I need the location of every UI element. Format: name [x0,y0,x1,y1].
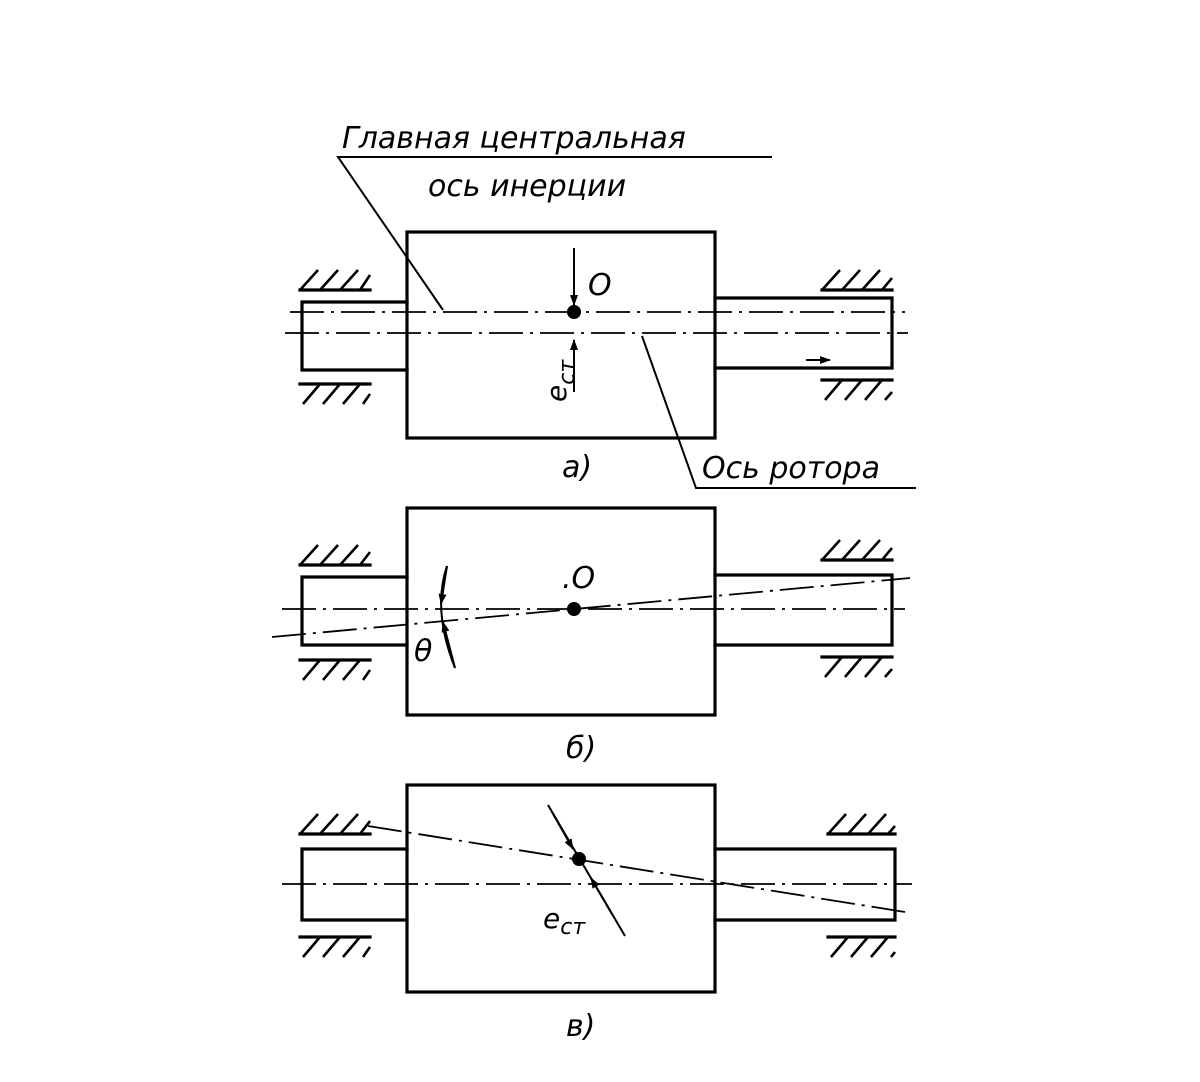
shaft-right [713,573,894,647]
shaft-right [713,296,894,370]
caption-a: а) [562,450,592,485]
center-of-mass-dot [567,602,581,616]
principal-inertia-axis-tilted [271,577,911,638]
label-principal-axis-line1: Главная центральная [342,121,686,156]
angle-arrow-top [438,565,448,605]
rotor-body [405,783,717,994]
shaft-left [300,575,409,647]
shaft-left [300,300,409,372]
panel-b: .О θ б) [271,506,911,766]
leader-principal-axis [336,156,772,311]
caption-c: в) [566,1009,595,1044]
principal-inertia-axis-tilted [367,825,906,913]
label-e-static: eст [543,902,586,940]
bearing-right-bottom [820,378,894,401]
bearing-right-bottom [826,935,897,958]
dimension-arrow-bottom [590,877,613,915]
bearing-left-bottom [298,382,372,405]
rotor-body [405,506,717,717]
panel-c: eст в) [282,783,912,1044]
bearing-left-top [298,269,372,292]
label-point-o: О [588,268,612,303]
bearing-right-top [820,269,894,292]
bearing-right-top [826,813,897,836]
label-e-static: eст [540,359,580,402]
panel-a: Главная центральная ось инерции О eст Ос… [285,121,916,489]
caption-b: б) [566,731,596,766]
label-theta: θ [414,634,432,669]
label-point-o: .О [562,561,595,596]
center-of-mass-dot [567,305,581,319]
leader-rotor-axis [641,335,916,489]
bearing-left-bottom [298,935,372,958]
label-rotor-axis: Ось ротора [702,451,880,486]
bearing-left-top [298,544,372,567]
label-principal-axis-line2: ось инерции [428,169,626,204]
bearing-left-top [298,813,372,836]
angle-arrow-bottom [441,621,456,669]
bearing-right-bottom [820,655,894,678]
bearing-left-bottom [298,658,372,681]
rotor-body [405,230,717,440]
bearing-right-top [820,539,894,562]
angle-arc [440,565,456,669]
dimension-arrow-top [551,811,574,850]
